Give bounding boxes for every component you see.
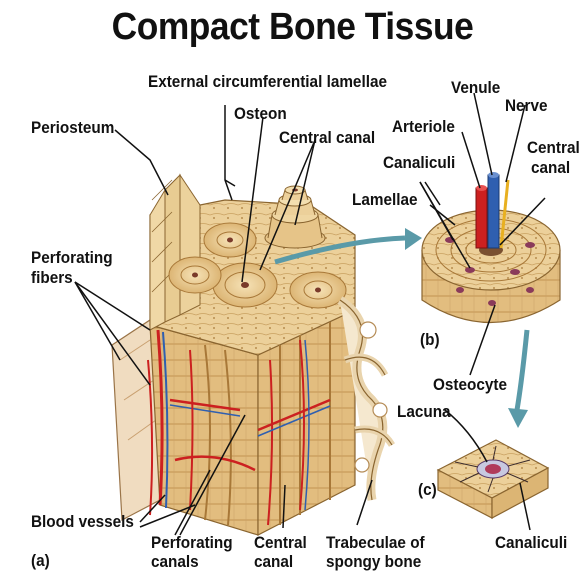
lacuna-block — [438, 440, 548, 518]
panel-label-b: (b) — [420, 330, 440, 349]
arrowhead-c — [508, 408, 528, 428]
label-central-canal-bottom-line1: Central — [254, 533, 307, 552]
panel-label-c: (c) — [418, 480, 437, 499]
diagram-title: Compact Bone Tissue — [20, 6, 564, 49]
label-trabeculae-line1: Trabeculae of — [326, 533, 425, 552]
label-osteocyte: Osteocyte — [433, 375, 507, 394]
label-periosteum: Periosteum — [31, 118, 114, 137]
arrowhead-b — [405, 228, 422, 250]
label-central-canal-b-line1: Central — [527, 138, 580, 157]
label-lamellae: Lamellae — [352, 190, 417, 209]
label-osteon: Osteon — [234, 104, 287, 123]
label-blood-vessels: Blood vessels — [31, 512, 134, 531]
label-trabeculae-line2: spongy bone — [326, 552, 421, 571]
panel-label-a: (a) — [31, 551, 50, 570]
label-perforating-canals-line1: Perforating — [151, 533, 233, 552]
label-venule: Venule — [451, 78, 500, 97]
label-central-canal-top: Central canal — [279, 128, 375, 147]
label-perforating-fibers-line1: Perforating — [31, 248, 113, 267]
label-perforating-fibers-line2: fibers — [31, 268, 73, 287]
label-central-canal-b-line2: canal — [531, 158, 570, 177]
label-external-circumferential-lamellae: External circumferential lamellae — [148, 72, 387, 91]
label-lacuna: Lacuna — [397, 402, 451, 421]
arrow-b-to-c — [517, 330, 527, 410]
label-canaliculi-c: Canaliculi — [495, 533, 567, 552]
external-lamellae-plates — [150, 175, 200, 330]
label-perforating-canals-line2: canals — [151, 552, 199, 571]
label-arteriole: Arteriole — [392, 117, 455, 136]
label-central-canal-bottom-line2: canal — [254, 552, 293, 571]
compact-bone-block — [112, 175, 392, 535]
label-canaliculi-b: Canaliculi — [383, 153, 455, 172]
label-nerve: Nerve — [505, 96, 548, 115]
